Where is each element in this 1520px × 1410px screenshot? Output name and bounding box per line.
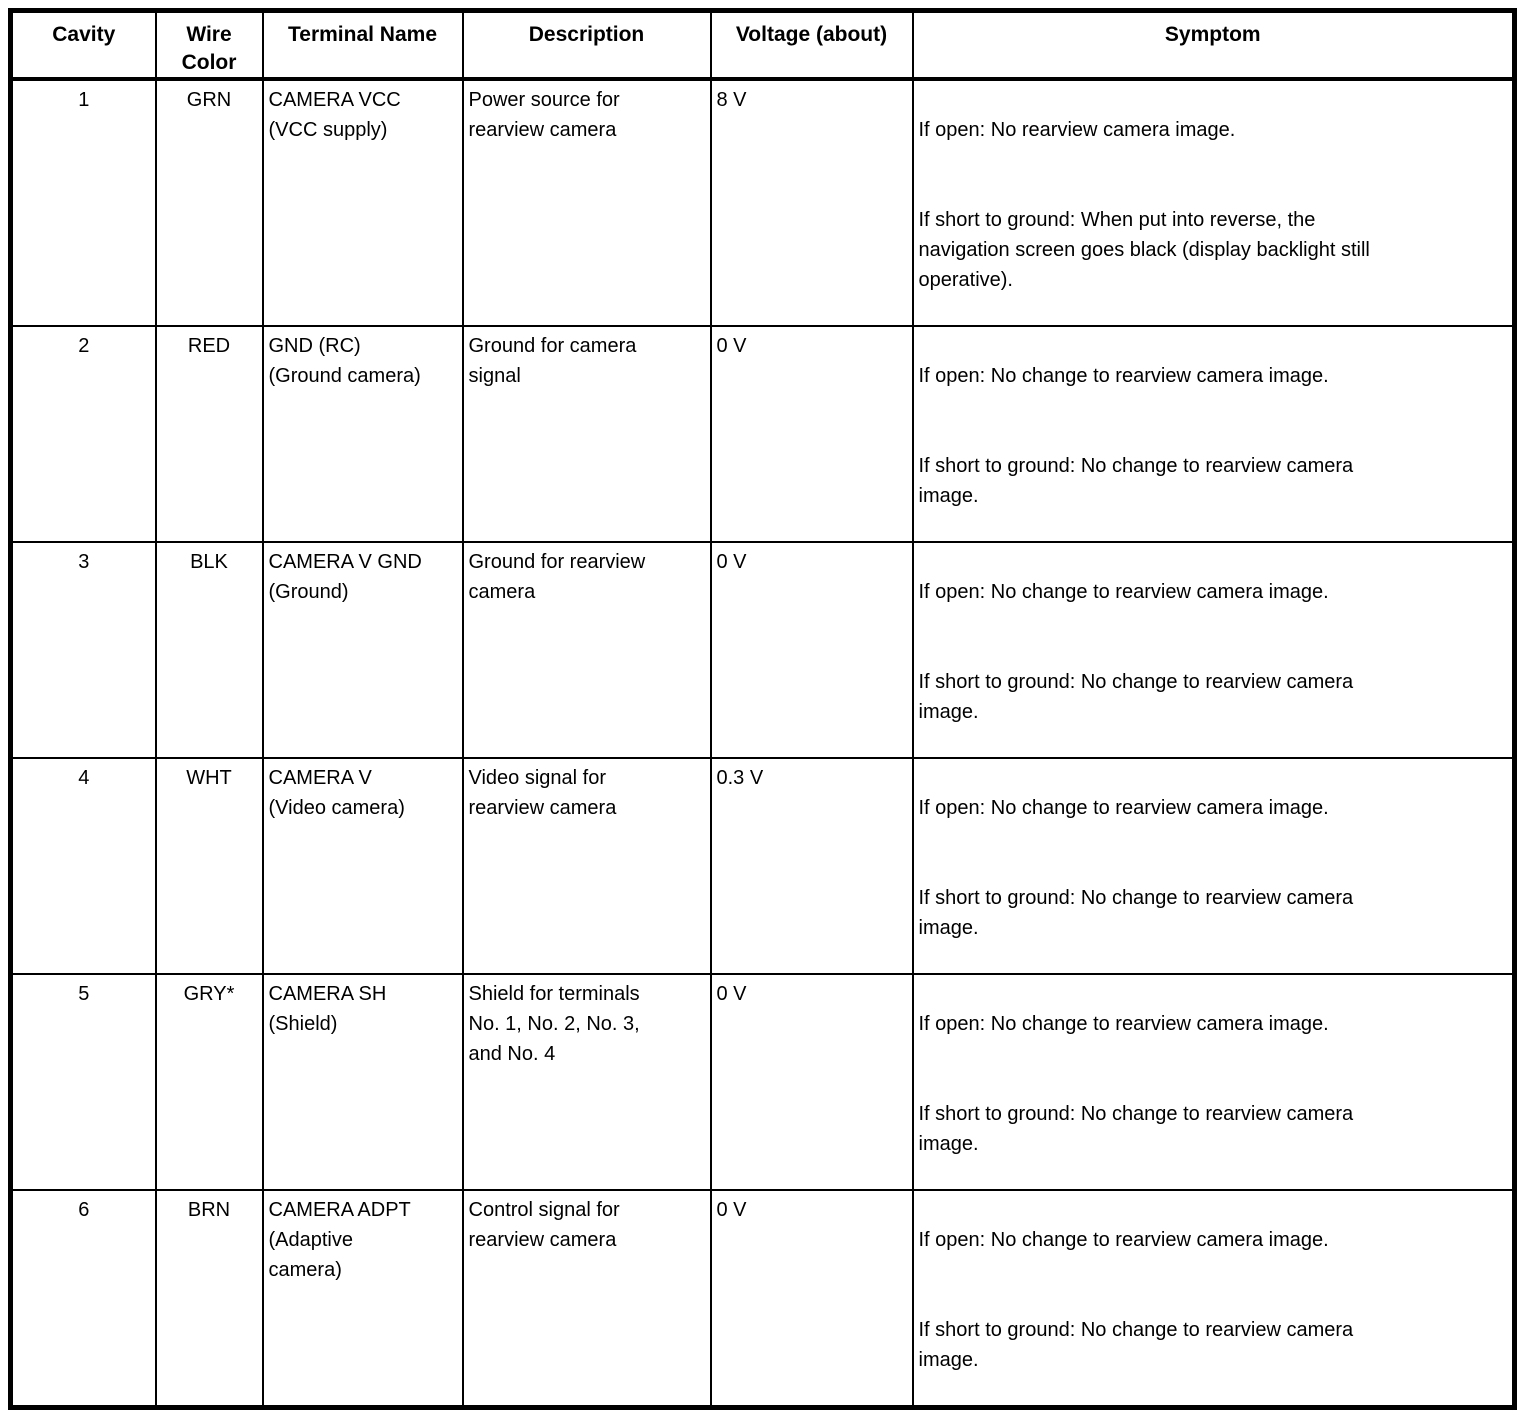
- cell-symptom: If open: No change to rearview camera im…: [911, 973, 1516, 1191]
- symptom-if-short: If short to ground: No change to rearvie…: [918, 1103, 1354, 1155]
- cell-cavity: 1: [9, 78, 157, 327]
- symptom-if-open: If open: No change to rearview camera im…: [918, 581, 1329, 603]
- cell-terminal-name: GND (RC) (Ground camera): [261, 325, 464, 543]
- cell-voltage: 0 V: [709, 1189, 914, 1409]
- cell-terminal-name: CAMERA V (Video camera): [261, 757, 464, 975]
- symptom-if-short: If short to ground: No change to rearvie…: [918, 671, 1354, 723]
- symptom-if-open: If open: No change to rearview camera im…: [918, 797, 1329, 819]
- symptom-if-open: If open: No rearview camera image.: [918, 119, 1236, 141]
- cell-description: Video signal for rearview camera: [461, 757, 712, 975]
- cell-wire-color: BLK: [154, 541, 264, 759]
- table-row: 3 BLK CAMERA V GND (Ground) Ground for r…: [9, 541, 1516, 759]
- cell-voltage: 0 V: [709, 973, 914, 1191]
- symptom-if-short: If short to ground: No change to rearvie…: [918, 1319, 1354, 1371]
- cell-cavity: 4: [9, 757, 157, 975]
- cell-symptom: If open: No rearview camera image. If sh…: [911, 78, 1516, 327]
- symptom-if-open: If open: No change to rearview camera im…: [918, 365, 1329, 387]
- cell-terminal-name: CAMERA ADPT (Adaptive camera): [261, 1189, 464, 1409]
- cell-description: Shield for terminals No. 1, No. 2, No. 3…: [461, 973, 712, 1191]
- cell-voltage: 0 V: [709, 541, 914, 759]
- cell-symptom: If open: No change to rearview camera im…: [911, 541, 1516, 759]
- header-row: Cavity Wire Color Terminal Name Descript…: [9, 9, 1516, 80]
- cell-cavity: 5: [9, 973, 157, 1191]
- symptom-if-open: If open: No change to rearview camera im…: [918, 1013, 1329, 1035]
- cell-wire-color: WHT: [154, 757, 264, 975]
- terminal-pinout-table: Cavity Wire Color Terminal Name Descript…: [8, 8, 1517, 1410]
- col-header-cavity: Cavity: [9, 9, 157, 80]
- cell-description: Power source for rearview camera: [461, 78, 712, 327]
- cell-wire-color: GRN: [154, 78, 264, 327]
- cell-description: Ground for camera signal: [461, 325, 712, 543]
- symptom-if-short: If short to ground: No change to rearvie…: [918, 887, 1354, 939]
- table-row: 1 GRN CAMERA VCC (VCC supply) Power sour…: [9, 78, 1516, 327]
- table-row: 2 RED GND (RC) (Ground camera) Ground fo…: [9, 325, 1516, 543]
- cell-cavity: 6: [9, 1189, 157, 1409]
- cell-voltage: 8 V: [709, 78, 914, 327]
- cell-symptom: If open: No change to rearview camera im…: [911, 1189, 1516, 1409]
- table-row: 6 BRN CAMERA ADPT (Adaptive camera) Cont…: [9, 1189, 1516, 1409]
- cell-symptom: If open: No change to rearview camera im…: [911, 757, 1516, 975]
- col-header-terminal-name: Terminal Name: [261, 9, 464, 80]
- col-header-description: Description: [461, 9, 712, 80]
- symptom-if-short: If short to ground: When put into revers…: [918, 209, 1370, 291]
- symptom-if-open: If open: No change to rearview camera im…: [918, 1229, 1329, 1251]
- cell-cavity: 3: [9, 541, 157, 759]
- cell-wire-color: BRN: [154, 1189, 264, 1409]
- cell-voltage: 0 V: [709, 325, 914, 543]
- cell-symptom: If open: No change to rearview camera im…: [911, 325, 1516, 543]
- cell-terminal-name: CAMERA SH (Shield): [261, 973, 464, 1191]
- col-header-wire-color: Wire Color: [154, 9, 264, 80]
- col-header-voltage: Voltage (about): [709, 9, 914, 80]
- table-row: 5 GRY* CAMERA SH (Shield) Shield for ter…: [9, 973, 1516, 1191]
- cell-voltage: 0.3 V: [709, 757, 914, 975]
- cell-terminal-name: CAMERA V GND (Ground): [261, 541, 464, 759]
- symptom-if-short: If short to ground: No change to rearvie…: [918, 455, 1354, 507]
- cell-description: Ground for rearview camera: [461, 541, 712, 759]
- table-row: 4 WHT CAMERA V (Video camera) Video sign…: [9, 757, 1516, 975]
- cell-wire-color: RED: [154, 325, 264, 543]
- manual-page: { "table": { "headers": { "cavity": "Cav…: [8, 8, 1517, 1410]
- cell-description: Control signal for rearview camera: [461, 1189, 712, 1409]
- col-header-symptom: Symptom: [911, 9, 1516, 80]
- cell-terminal-name: CAMERA VCC (VCC supply): [261, 78, 464, 327]
- cell-cavity: 2: [9, 325, 157, 543]
- cell-wire-color: GRY*: [154, 973, 264, 1191]
